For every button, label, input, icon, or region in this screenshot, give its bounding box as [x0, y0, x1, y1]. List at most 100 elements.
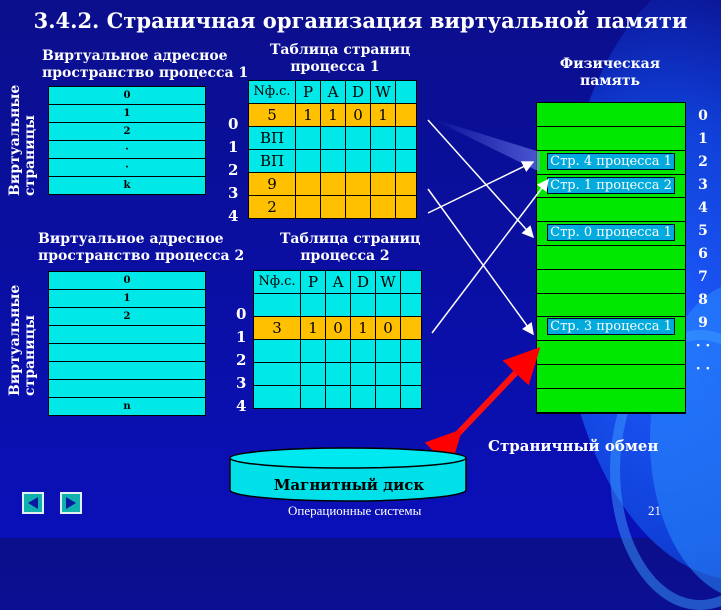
frame-cell — [537, 270, 685, 294]
table-cell — [350, 339, 376, 363]
row-index: 4 — [228, 207, 239, 225]
frame-cell — [537, 151, 685, 175]
table-cell — [253, 339, 301, 363]
virtual-page-row: 1 — [49, 290, 205, 308]
table-header-cell: W — [375, 270, 401, 294]
frame-number: 8 — [698, 292, 708, 308]
table-cell — [345, 126, 371, 150]
frame-cell — [537, 317, 685, 342]
table-row — [253, 362, 422, 386]
table-cell — [320, 195, 346, 219]
frame-cell — [537, 389, 685, 413]
frame-cell — [537, 127, 685, 151]
table-cell — [345, 172, 371, 196]
pt1-label: Таблица страниц процесса 1 — [270, 42, 411, 75]
table-cell: 1 — [300, 316, 326, 340]
virtual-page-row — [49, 326, 205, 344]
frame-entry: Стр. 4 процесса 1 — [537, 153, 685, 171]
virtual-page-row: 0 — [49, 87, 205, 105]
frame-number: 0 — [698, 108, 708, 124]
virtual-page-row: n — [123, 401, 131, 412]
table-cell — [300, 385, 326, 409]
frame-number: 7 — [698, 269, 708, 285]
table-row: ВП — [248, 126, 417, 150]
disk-icon — [229, 447, 467, 502]
virtual-page-row: · — [49, 141, 205, 159]
frame-entry-label: Стр. 0 процесса 1 — [547, 223, 675, 241]
next-slide-button[interactable] — [60, 492, 82, 514]
row-index: 3 — [236, 374, 247, 392]
frame-cell — [537, 222, 685, 246]
table-cell — [325, 385, 351, 409]
phys-label: Физическая память — [559, 56, 661, 89]
table-cell — [370, 172, 396, 196]
arrow-p1-page0 — [427, 119, 535, 239]
vas2-label: Виртуальное адресное пространство процес… — [38, 231, 245, 264]
swap-arrow — [424, 346, 541, 468]
virtual-page-row — [49, 380, 205, 398]
table-cell: 5 — [248, 103, 296, 127]
frame-number: 4 — [698, 200, 708, 216]
table-cell — [295, 172, 321, 196]
table-cell: ВП — [248, 126, 296, 150]
row-index: 4 — [236, 397, 247, 415]
table-header-cell: P — [300, 270, 326, 294]
table-cell — [395, 195, 417, 219]
frame-number: 6 — [698, 246, 708, 262]
virtual-page-row: · — [49, 159, 205, 177]
table-cell: 0 — [345, 103, 371, 127]
table-cell — [350, 385, 376, 409]
arrow-p2-page1 — [431, 178, 549, 334]
virtual-page-row: 0 — [49, 272, 205, 290]
row-index: 0 — [236, 305, 247, 323]
frame-entry: Стр. 1 процесса 2 — [537, 176, 685, 195]
frame-entry-label: Стр. 4 процесса 1 — [547, 153, 675, 170]
row-index: 0 — [228, 115, 239, 133]
row-index: 1 — [228, 138, 239, 156]
frame-cell — [537, 103, 685, 127]
table-cell — [345, 195, 371, 219]
table-header-cell — [395, 80, 417, 104]
table-cell — [253, 385, 301, 409]
table-cell — [395, 126, 417, 150]
table-cell — [375, 385, 401, 409]
frame-number: 9 — [698, 315, 708, 331]
table-header-cell: W — [370, 80, 396, 104]
table-cell: 2 — [248, 195, 296, 219]
frame-number: 3 — [698, 177, 708, 193]
footer-course: Операционные системы — [288, 503, 422, 518]
arrow-p1-page4 — [427, 161, 535, 214]
mapping-arrows — [424, 118, 549, 468]
table-cell — [395, 103, 417, 127]
table-row — [253, 385, 422, 409]
frame-cell — [537, 293, 685, 318]
frame-entry-label: Стр. 1 процесса 2 — [547, 176, 675, 194]
frame-number: 1 — [698, 131, 708, 147]
table-cell — [300, 362, 326, 386]
table-row: ВП — [248, 149, 417, 173]
table-cell — [300, 339, 326, 363]
prev-slide-button[interactable] — [22, 492, 44, 514]
table-cell: 3 — [253, 316, 301, 340]
virtual-page-row — [49, 344, 205, 362]
table-cell: 0 — [375, 316, 401, 340]
row-index: 2 — [236, 351, 247, 369]
table-cell — [400, 362, 422, 386]
table-cell — [395, 149, 417, 173]
table-cell — [325, 339, 351, 363]
table-cell — [400, 385, 422, 409]
virtual-page-row: 1 — [49, 105, 205, 123]
pt2-label: Таблица страниц процесса 2 — [280, 231, 421, 264]
table-cell — [400, 316, 422, 340]
swap-label: Страничный обмен — [488, 437, 659, 455]
table-cell — [375, 293, 401, 317]
arrow-p1-page3 — [427, 188, 534, 336]
table-header-cell: P — [295, 80, 321, 104]
shadow-beam — [430, 118, 540, 172]
